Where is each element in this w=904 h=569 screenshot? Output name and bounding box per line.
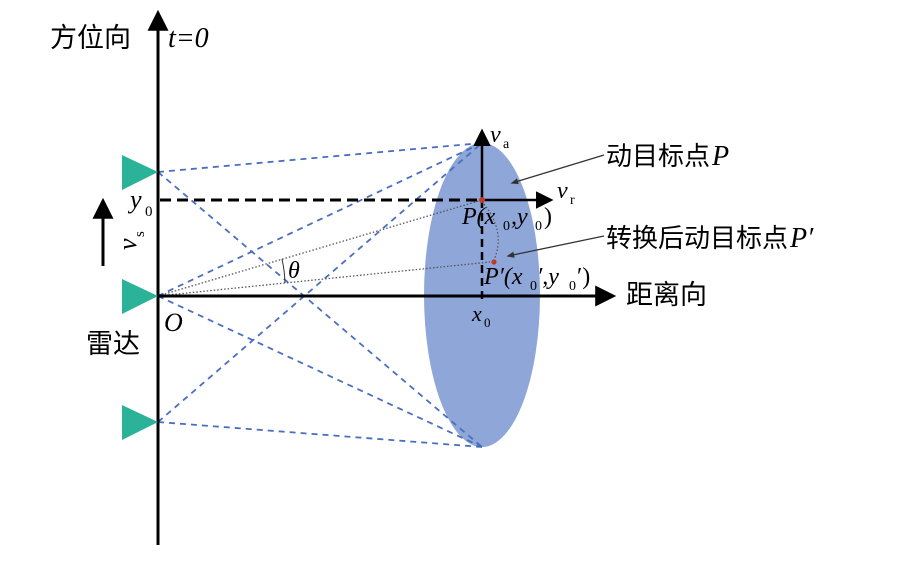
converted-target-annotation: 转换后动目标点 P′ [606, 223, 814, 254]
svg-text:P′: P′ [789, 223, 814, 254]
x0-label: x 0 [471, 301, 491, 330]
radar-triangle-icon [122, 155, 158, 190]
svg-text:r: r [570, 193, 575, 208]
svg-text:v: v [490, 122, 501, 148]
range-label: 距离向 [626, 280, 707, 311]
azimuth-label: 方位向 [50, 23, 131, 54]
svg-text:x: x [471, 301, 482, 326]
svg-text:s: s [132, 231, 148, 237]
va-label: v a [490, 122, 510, 152]
target-p-marker [479, 197, 485, 203]
svg-text:0: 0 [503, 219, 510, 234]
svg-text:y: y [127, 185, 142, 214]
pointer-to-pp [506, 235, 605, 258]
y0-label: y 0 [127, 185, 153, 220]
svg-text:′,y: ′,y [537, 264, 559, 290]
svg-text:0: 0 [484, 315, 491, 330]
svg-text:P(x: P(x [461, 204, 496, 230]
point-p-label: P(x 0 ,y 0 ) [461, 204, 552, 234]
beam-lines [157, 142, 483, 448]
theta-arc [281, 258, 286, 284]
t-zero-label: t=0 [168, 23, 209, 54]
origin-label: O [164, 308, 183, 337]
pointer-to-p [510, 154, 605, 185]
svg-text:0: 0 [535, 219, 542, 234]
theta-label: θ [288, 258, 300, 284]
svg-text:,y: ,y [511, 204, 528, 230]
svg-text:′): ′) [577, 264, 590, 290]
svg-text:): ) [544, 204, 552, 230]
svg-text:0: 0 [145, 204, 153, 220]
radar-positions [122, 155, 158, 440]
svg-text:0: 0 [569, 279, 576, 294]
svg-text:v: v [113, 238, 142, 250]
moving-target-annotation: 动目标点 P [606, 141, 729, 172]
point-pp-label: P′(x 0 ′,y 0 ′) [483, 264, 590, 294]
svg-text:转换后动目标点: 转换后动目标点 [606, 224, 788, 254]
svg-text:a: a [503, 137, 510, 152]
vr-label: v r [557, 178, 575, 208]
svg-text:动目标点: 动目标点 [606, 142, 710, 172]
svg-text:P: P [711, 141, 729, 172]
radar-label: 雷达 [86, 329, 140, 360]
radar-triangle-icon [122, 279, 158, 314]
target-pp-marker [491, 259, 497, 265]
line-of-sight [157, 199, 491, 297]
radar-triangle-icon [122, 405, 158, 440]
svg-text:0: 0 [530, 279, 537, 294]
svg-text:P′(x: P′(x [483, 264, 523, 290]
vs-label: v s [113, 231, 148, 250]
svg-text:v: v [557, 178, 568, 204]
